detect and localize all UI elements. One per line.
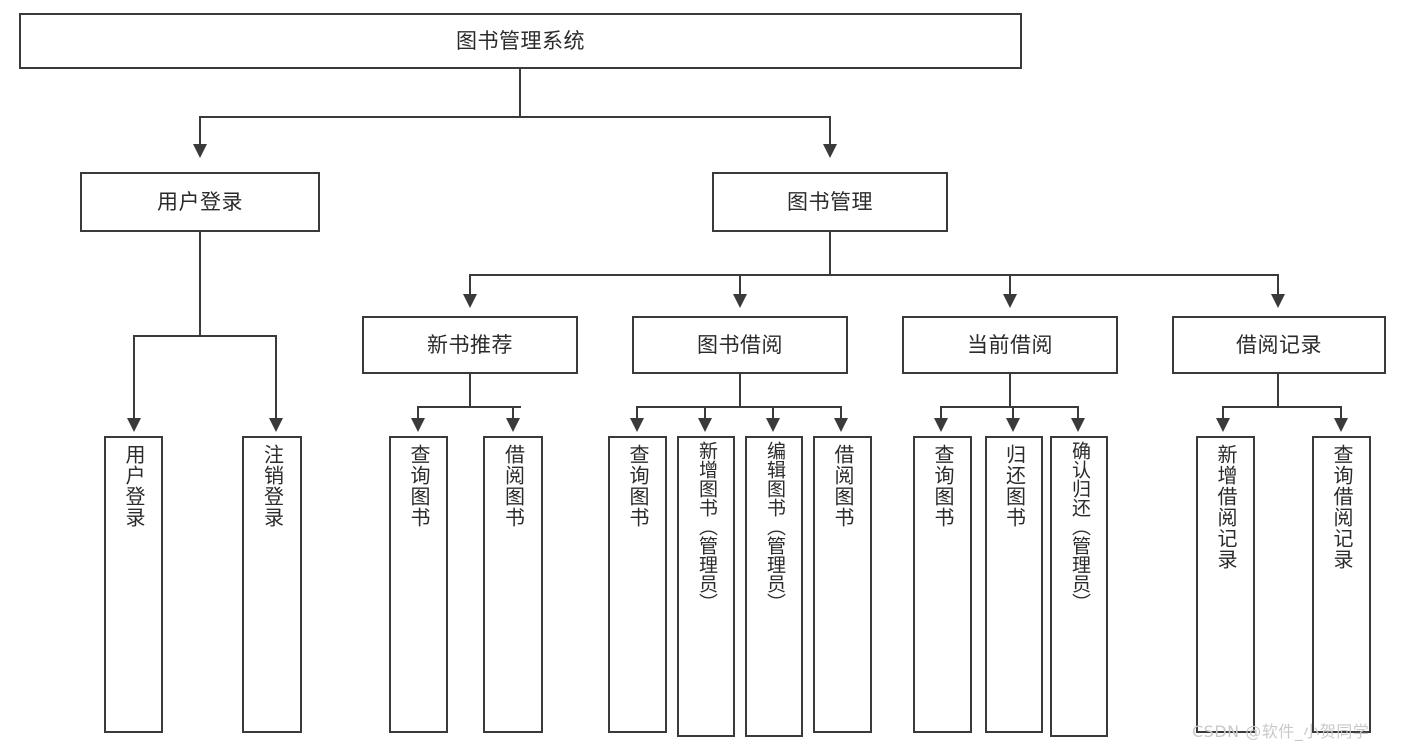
- arrowhead-root-to-user-login: [193, 144, 207, 158]
- node-current-borrow[interactable]: 当前借阅: [902, 316, 1118, 374]
- leaf-borrow-record-add-record[interactable]: 新增借阅记录: [1196, 436, 1255, 733]
- node-label: 归还图书: [1002, 444, 1027, 528]
- connector-current-borrow-to-leaf-3: [1077, 406, 1079, 420]
- connector-book-borrow-to-leaf-4: [840, 406, 842, 420]
- connector-current-borrow-to-leaf-2: [1012, 406, 1014, 420]
- connector-book-borrow-to-leaf-1: [636, 406, 638, 420]
- connector-borrow-record-to-leaf-1: [1222, 406, 1224, 420]
- node-book-borrow[interactable]: 图书借阅: [632, 316, 848, 374]
- arrowhead-current-borrow-to-leaf-2: [1006, 418, 1020, 432]
- connector-book-borrow-to-leaf-2: [704, 406, 706, 420]
- arrowhead-borrow-record-to-leaf-1: [1216, 418, 1230, 432]
- connector-book-management-bar: [469, 274, 1279, 276]
- node-label: 用户登录: [157, 189, 243, 214]
- connector-current-borrow-to-leaf-1: [940, 406, 942, 420]
- arrowhead-new-book-to-leaf-1: [411, 418, 425, 432]
- connector-borrow-record-bar: [1222, 406, 1342, 408]
- leaf-book-borrow-edit-book-admin[interactable]: 编辑图书（管理员）: [745, 436, 803, 737]
- leaf-new-book-borrow-book[interactable]: 借阅图书: [483, 436, 543, 733]
- node-label: 图书借阅: [697, 332, 783, 357]
- node-new-book-recommend[interactable]: 新书推荐: [362, 316, 578, 374]
- connector-book-borrow-to-leaf-3: [772, 406, 774, 420]
- leaf-current-borrow-query-book[interactable]: 查询图书: [913, 436, 972, 733]
- arrowhead-book-borrow-to-leaf-3: [766, 418, 780, 432]
- node-label: 新增借阅记录: [1214, 444, 1238, 570]
- node-label: 借阅图书: [501, 444, 526, 528]
- connector-bm-to-book-borrow: [739, 274, 741, 296]
- node-label: 新增图书（管理员）: [695, 441, 718, 612]
- node-label: 新书推荐: [427, 332, 513, 357]
- connector-user-login-bar: [133, 335, 277, 337]
- leaf-book-borrow-query-book[interactable]: 查询图书: [608, 436, 667, 733]
- connector-user-login-to-leaf-1: [133, 335, 135, 420]
- connector-root-bar: [199, 116, 831, 118]
- leaf-current-borrow-return-book[interactable]: 归还图书: [985, 436, 1043, 733]
- connector-root-to-book-management: [829, 116, 831, 146]
- node-borrow-record[interactable]: 借阅记录: [1172, 316, 1386, 374]
- leaf-new-book-query-book[interactable]: 查询图书: [389, 436, 448, 733]
- connector-new-book-stem: [469, 374, 471, 408]
- node-label: 查询图书: [931, 444, 955, 528]
- node-label: 编辑图书（管理员）: [763, 441, 786, 612]
- arrowhead-book-borrow-to-leaf-4: [834, 418, 848, 432]
- node-label: 图书管理: [787, 189, 873, 214]
- connector-borrow-record-to-leaf-2: [1340, 406, 1342, 420]
- connector-book-borrow-bar: [636, 406, 842, 408]
- node-book-management[interactable]: 图书管理: [712, 172, 948, 232]
- connector-book-management-stem: [829, 232, 831, 276]
- csdn-watermark: CSDN @软件_小贺同学: [1192, 722, 1370, 741]
- arrowhead-current-borrow-to-leaf-1: [934, 418, 948, 432]
- leaf-current-borrow-confirm-return-admin[interactable]: 确认归还（管理员）: [1050, 436, 1108, 737]
- connector-root-to-user-login: [199, 116, 201, 146]
- node-label: 查询图书: [407, 444, 431, 528]
- arrowhead-bm-to-new-book: [463, 294, 477, 308]
- arrowhead-book-borrow-to-leaf-2: [698, 418, 712, 432]
- arrowhead-user-login-to-leaf-2: [269, 418, 283, 432]
- leaf-borrow-record-query-record[interactable]: 查询借阅记录: [1312, 436, 1371, 733]
- connector-root-stem: [519, 69, 521, 117]
- connector-current-borrow-stem: [1009, 374, 1011, 408]
- connector-book-borrow-stem: [739, 374, 741, 408]
- connector-borrow-record-stem: [1277, 374, 1279, 408]
- arrowhead-bm-to-current-borrow: [1003, 294, 1017, 308]
- arrowhead-user-login-to-leaf-1: [127, 418, 141, 432]
- leaf-user-login-login[interactable]: 用户登录: [104, 436, 163, 733]
- connector-bm-to-new-book: [469, 274, 471, 296]
- connector-user-login-to-leaf-2: [275, 335, 277, 420]
- node-label: 借阅记录: [1236, 332, 1322, 357]
- arrowhead-current-borrow-to-leaf-3: [1071, 418, 1085, 432]
- node-label: 查询图书: [626, 444, 650, 528]
- leaf-user-login-logout[interactable]: 注销登录: [242, 436, 302, 733]
- arrowhead-bm-to-borrow-record: [1271, 294, 1285, 308]
- node-label: 确认归还（管理员）: [1068, 441, 1091, 612]
- node-user-login[interactable]: 用户登录: [80, 172, 320, 232]
- connector-bm-to-current-borrow: [1009, 274, 1011, 296]
- leaf-book-borrow-borrow-book[interactable]: 借阅图书: [813, 436, 872, 733]
- node-root-book-management-system[interactable]: 图书管理系统: [19, 13, 1022, 69]
- connector-new-book-bar: [417, 406, 521, 408]
- connector-current-borrow-bar: [940, 406, 1078, 408]
- leaf-book-borrow-add-book-admin[interactable]: 新增图书（管理员）: [677, 436, 735, 737]
- arrowhead-borrow-record-to-leaf-2: [1334, 418, 1348, 432]
- arrowhead-root-to-book-management: [823, 144, 837, 158]
- connector-new-book-to-leaf-1: [417, 406, 419, 420]
- arrowhead-new-book-to-leaf-2: [506, 418, 520, 432]
- arrowhead-book-borrow-to-leaf-1: [630, 418, 644, 432]
- node-label: 图书管理系统: [456, 28, 585, 53]
- connector-bm-to-borrow-record: [1277, 274, 1279, 296]
- node-label: 注销登录: [260, 444, 285, 528]
- connector-user-login-stem: [199, 232, 201, 336]
- node-label: 查询借阅记录: [1330, 444, 1354, 570]
- connector-new-book-to-leaf-2: [512, 406, 514, 420]
- node-label: 借阅图书: [831, 444, 855, 528]
- arrowhead-bm-to-book-borrow: [733, 294, 747, 308]
- node-label: 当前借阅: [967, 332, 1053, 357]
- node-label: 用户登录: [122, 444, 146, 528]
